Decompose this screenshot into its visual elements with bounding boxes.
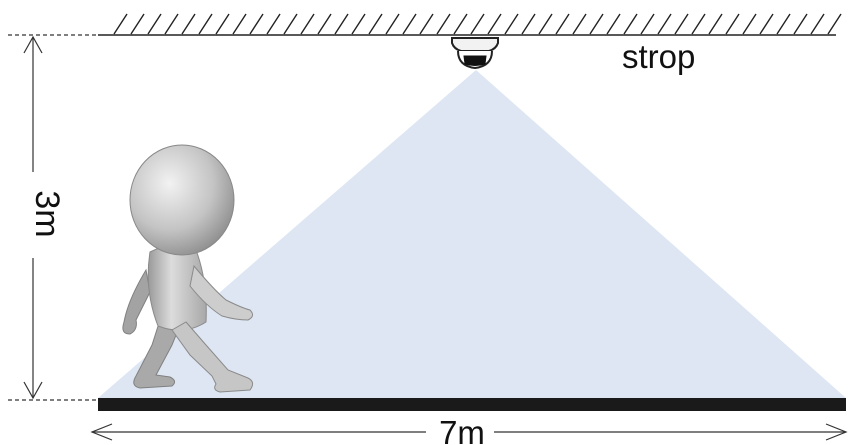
width-label: 7m [439, 414, 485, 445]
hatch-mark [249, 13, 264, 35]
ceiling-hatching [113, 13, 842, 35]
hatch-mark [827, 13, 842, 35]
hatch-mark [504, 13, 519, 35]
hatch-mark [215, 13, 230, 35]
hatch-mark [300, 13, 315, 35]
hatch-mark [402, 13, 417, 35]
width-dimension [90, 423, 848, 441]
hatch-mark [453, 13, 468, 35]
hatch-mark [147, 13, 162, 35]
hatch-mark [606, 13, 621, 35]
hatch-mark [368, 13, 383, 35]
hatch-mark [436, 13, 451, 35]
hatch-mark [266, 13, 281, 35]
walking-person-figure [122, 144, 254, 393]
ceiling-motion-sensor-icon [451, 37, 499, 70]
hatch-mark [130, 13, 145, 35]
hatch-mark [521, 13, 536, 35]
hatch-mark [793, 13, 808, 35]
detection-zone [98, 70, 846, 398]
hatch-mark [487, 13, 502, 35]
hatch-mark [470, 13, 485, 35]
hatch-mark [572, 13, 587, 35]
hatch-mark [640, 13, 655, 35]
hatch-mark [334, 13, 349, 35]
hatch-mark [776, 13, 791, 35]
hatch-mark [113, 13, 128, 35]
hatch-mark [181, 13, 196, 35]
hatch-mark [674, 13, 689, 35]
hatch-mark [759, 13, 774, 35]
floor-bar [98, 398, 846, 411]
hatch-mark [351, 13, 366, 35]
hatch-mark [725, 13, 740, 35]
hatch-mark [657, 13, 672, 35]
hatch-mark [708, 13, 723, 35]
hatch-mark [419, 13, 434, 35]
hatch-mark [623, 13, 638, 35]
hatch-mark [538, 13, 553, 35]
hatch-mark [164, 13, 179, 35]
hatch-mark [198, 13, 213, 35]
height-label: 3m [28, 190, 66, 237]
hatch-mark [691, 13, 706, 35]
height-dimension [8, 34, 98, 401]
hatch-mark [317, 13, 332, 35]
hatch-mark [555, 13, 570, 35]
hatch-mark [232, 13, 247, 35]
hatch-mark [283, 13, 298, 35]
hatch-mark [810, 13, 825, 35]
hatch-mark [742, 13, 757, 35]
hatch-mark [385, 13, 400, 35]
hatch-mark [589, 13, 604, 35]
ceiling-label: strop [622, 38, 695, 75]
